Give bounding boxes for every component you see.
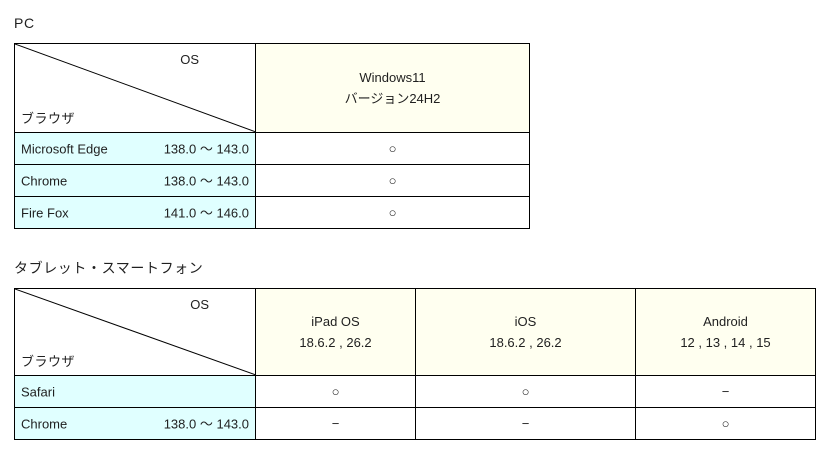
browser-name: Chrome xyxy=(21,416,68,431)
corner-header-cell: OS ブラウザ xyxy=(14,43,256,133)
table-row: Chrome 138.0 ～ 143.0 ○ xyxy=(14,164,530,197)
os-column-header-ios: iOS 18.6.2 , 26.2 xyxy=(415,288,636,376)
support-mark: ○ xyxy=(255,196,530,229)
browser-name: Chrome xyxy=(21,173,68,188)
support-mark: ○ xyxy=(255,375,416,408)
browser-cell-fire-fox: Fire Fox 141.0 ～ 146.0 xyxy=(14,196,256,229)
browser-cell-chrome-mobile: Chrome 138.0 ～ 143.0 xyxy=(14,407,256,440)
os-axis-label: OS xyxy=(190,297,209,312)
compatibility-table-pc: OS ブラウザ Windows11 バージョン24H2 Microsoft Ed… xyxy=(14,43,530,229)
browser-version: 138.0 ～ 143.0 xyxy=(163,416,249,431)
browser-axis-label: ブラウザ xyxy=(21,354,76,369)
browser-name: Microsoft Edge xyxy=(21,141,108,156)
support-mark: − xyxy=(415,407,636,440)
section-title-pc: PC xyxy=(14,15,35,31)
os-version: バージョン24H2 xyxy=(344,91,441,106)
table-row: Chrome 138.0 ～ 143.0 − − ○ xyxy=(14,407,816,440)
browser-cell-microsoft-edge: Microsoft Edge 138.0 ～ 143.0 xyxy=(14,132,256,165)
os-name: iPad OS xyxy=(311,314,360,329)
table-row: Fire Fox 141.0 ～ 146.0 ○ xyxy=(14,196,530,229)
browser-version: 138.0 ～ 143.0 xyxy=(163,141,249,156)
os-name: Android xyxy=(703,314,748,329)
browser-cell-chrome: Chrome 138.0 ～ 143.0 xyxy=(14,164,256,197)
os-name: iOS xyxy=(514,314,537,329)
os-column-header-windows11: Windows11 バージョン24H2 xyxy=(255,43,530,133)
support-mark: − xyxy=(635,375,816,408)
section-title-mobile: タブレット・スマートフォン xyxy=(14,260,204,276)
support-mark: − xyxy=(255,407,416,440)
os-version: 12 , 13 , 14 , 15 xyxy=(680,335,771,350)
compatibility-table-mobile: OS ブラウザ iPad OS 18.6.2 , 26.2 iOS 18.6.2… xyxy=(14,288,816,440)
corner-header-cell: OS ブラウザ xyxy=(14,288,256,376)
browser-name: Fire Fox xyxy=(21,205,69,220)
support-mark: ○ xyxy=(635,407,816,440)
table-header-row: OS ブラウザ iPad OS 18.6.2 , 26.2 iOS 18.6.2… xyxy=(14,288,816,376)
browser-axis-label: ブラウザ xyxy=(21,111,76,126)
os-name: Windows11 xyxy=(359,70,426,85)
browser-cell-safari: Safari xyxy=(14,375,256,408)
support-mark: ○ xyxy=(415,375,636,408)
browser-version: 141.0 ～ 146.0 xyxy=(163,205,249,220)
os-column-header-android: Android 12 , 13 , 14 , 15 xyxy=(635,288,816,376)
support-mark: ○ xyxy=(255,132,530,165)
os-axis-label: OS xyxy=(180,52,199,67)
table-row: Microsoft Edge 138.0 ～ 143.0 ○ xyxy=(14,132,530,165)
os-column-header-ipad-os: iPad OS 18.6.2 , 26.2 xyxy=(255,288,416,376)
browser-version: 138.0 ～ 143.0 xyxy=(163,173,249,188)
table-row: Safari ○ ○ − xyxy=(14,375,816,408)
os-version: 18.6.2 , 26.2 xyxy=(489,335,562,350)
os-version: 18.6.2 , 26.2 xyxy=(299,335,372,350)
browser-name: Safari xyxy=(21,384,55,399)
support-mark: ○ xyxy=(255,164,530,197)
table-header-row: OS ブラウザ Windows11 バージョン24H2 xyxy=(14,43,530,133)
